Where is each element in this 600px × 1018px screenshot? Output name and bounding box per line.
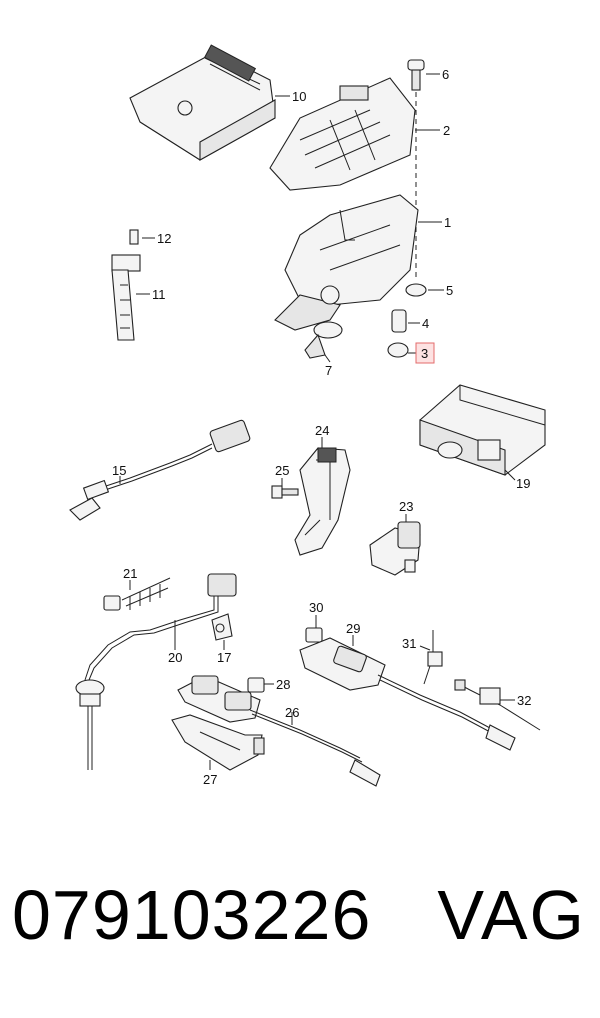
bracket-bolt-part [271, 485, 299, 499]
part-number: 079103226 [12, 876, 372, 954]
callout-26: 26 [285, 705, 299, 720]
callout-31: 31 [402, 636, 416, 651]
callout-27: 27 [203, 772, 217, 787]
callout-32: 32 [517, 693, 531, 708]
callout-20: 17 [217, 650, 231, 665]
callout-28: 28 [276, 677, 290, 692]
sensor-bracket-part [111, 229, 141, 341]
valve-part [304, 321, 343, 359]
callout-1: 1 [444, 215, 451, 230]
callout-19: 20 [168, 650, 182, 665]
temperature-sender-part [75, 573, 237, 770]
pressure-sensor-part [369, 521, 421, 576]
nut-part [405, 283, 427, 297]
callout-17: 19 [516, 476, 530, 491]
ecu-module-part [129, 44, 276, 161]
mounting-nut-part [247, 677, 265, 693]
lambda-probe-part [69, 419, 251, 521]
exhaust-sensor-part [299, 637, 516, 751]
callout-7: 7 [325, 363, 332, 378]
highlight-box [415, 342, 435, 364]
clip-part [103, 577, 171, 611]
callout-29: 29 [346, 621, 360, 636]
mounting-bracket-part [294, 447, 351, 556]
callout-21: 21 [123, 566, 137, 581]
callout-25: 25 [275, 463, 289, 478]
cover-part [269, 77, 416, 191]
callout-10: 10 [292, 89, 306, 104]
brand-name: VAG [437, 876, 586, 954]
callout-30: 30 [309, 600, 323, 615]
callout-11: 11 [152, 287, 166, 302]
bolt-part [407, 59, 425, 91]
probe-part [423, 630, 443, 685]
footer: 079103226 VAG [0, 880, 600, 1000]
callout-23: 23 [399, 499, 413, 514]
nox-sensor-part [177, 675, 381, 787]
callout-4: 4 [422, 316, 429, 331]
callout-5: 5 [446, 283, 453, 298]
stud-part [391, 309, 407, 333]
callout-15: 15 [112, 463, 126, 478]
clamp-part [454, 679, 541, 731]
small-bracket-part [211, 613, 233, 641]
callout-3: 3 [421, 346, 428, 361]
callout-12: 12 [157, 231, 171, 246]
grommet-part [387, 342, 409, 358]
parts-diagram: 10 2 6 1 5 4 3 7 [69, 44, 546, 787]
callout-2: 2 [443, 123, 450, 138]
control-unit-part [419, 384, 546, 476]
callout-24: 24 [315, 423, 329, 438]
callout-6: 6 [442, 67, 449, 82]
heat-shield-part [171, 714, 265, 771]
sensor-nut-part [305, 627, 323, 643]
housing-part [274, 194, 419, 331]
